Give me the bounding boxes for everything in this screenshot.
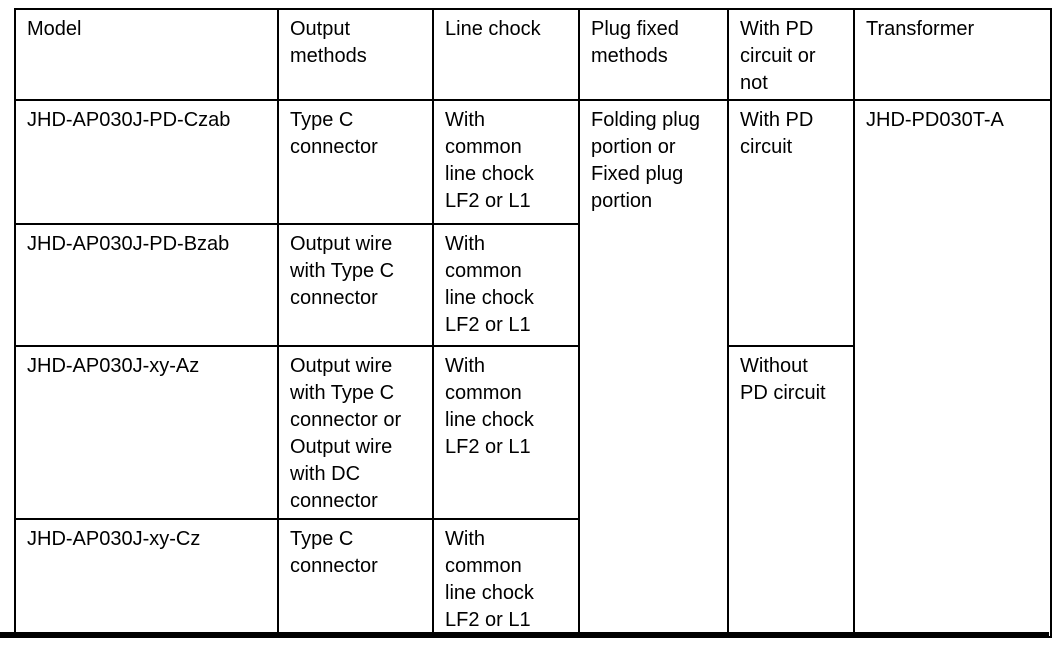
header-output-methods: Output methods	[277, 8, 434, 101]
cell-with-pd-circuit: With PD circuit	[727, 99, 855, 347]
cell-output-2: Output wire with Type C connector	[277, 223, 434, 347]
cell-output-1: Type C connector	[277, 99, 434, 225]
cell-model-3: JHD-AP030J-xy-Az	[14, 345, 279, 520]
header-model: Model	[14, 8, 279, 101]
table-header-row: Model Output methods Line chock Plug fix…	[14, 8, 1052, 101]
cell-plug-fixed-methods: Folding plug portion or Fixed plug porti…	[578, 99, 729, 638]
header-plug-fixed-methods: Plug fixed methods	[578, 8, 729, 101]
cell-model-1: JHD-AP030J-PD-Czab	[14, 99, 279, 225]
cell-transformer: JHD-PD030T-A	[853, 99, 1052, 638]
cell-without-pd-circuit: Without PD circuit	[727, 345, 855, 638]
cell-chock-2: With common line chock LF2 or L1	[432, 223, 580, 347]
table-row: JHD-AP030J-PD-Czab Type C connector With…	[14, 99, 1052, 638]
cell-model-4: JHD-AP030J-xy-Cz	[14, 518, 279, 638]
table-row: JHD-AP030J-PD-Bzab Output wire with Type…	[14, 223, 1051, 347]
cell-model-2: JHD-AP030J-PD-Bzab	[14, 223, 279, 347]
cell-chock-1: With common line chock LF2 or L1	[432, 99, 580, 225]
header-pd-circuit: With PD circuit or not	[727, 8, 855, 101]
cell-output-4: Type C connector	[277, 518, 434, 638]
cell-chock-3: With common line chock LF2 or L1	[432, 345, 580, 520]
product-spec-table: Model Output methods Line chock Plug fix…	[14, 8, 1052, 638]
cell-output-3: Output wire with Type C connector or Out…	[277, 345, 434, 520]
bottom-rule	[0, 632, 1049, 638]
header-line-chock: Line chock	[432, 8, 580, 101]
header-transformer: Transformer	[853, 8, 1052, 101]
table-row: JHD-AP030J-xy-Cz Type C connector With c…	[14, 518, 1051, 638]
cell-chock-4: With common line chock LF2 or L1	[432, 518, 580, 638]
